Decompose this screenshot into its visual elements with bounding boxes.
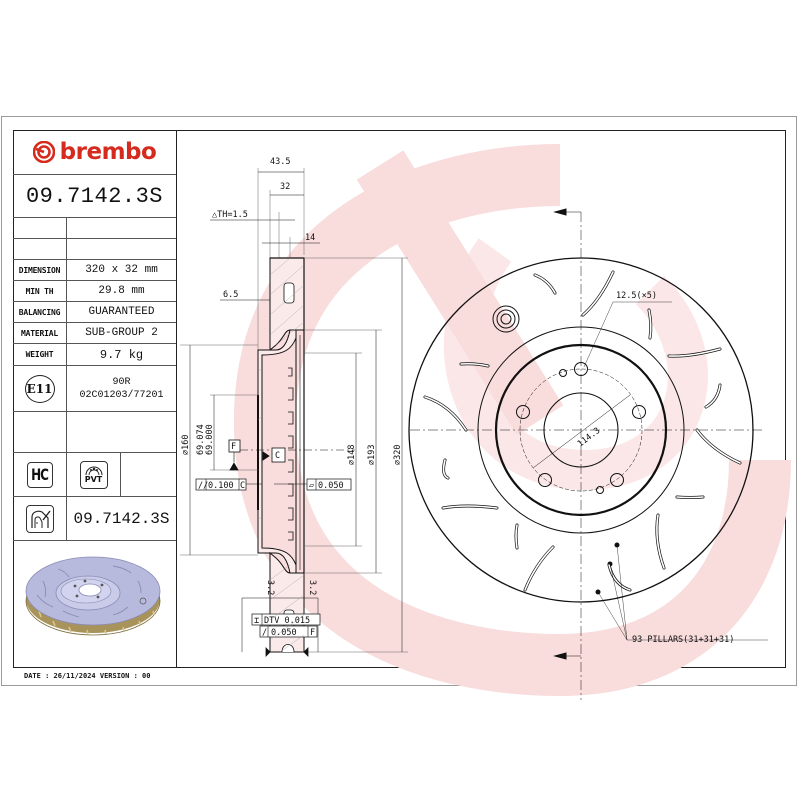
- dim-vane: 14: [305, 233, 315, 243]
- bolt-hole-dim: 12.5(×5): [616, 291, 657, 301]
- spec-label: DIMENSION: [18, 265, 61, 275]
- e11-mark-text: E11: [26, 381, 53, 396]
- dim-delta-th: △TH=1.5: [212, 210, 248, 220]
- badges-row: HC PVT: [13, 453, 176, 497]
- blank-row-1: [13, 218, 176, 239]
- spec-value: 29.8 mm: [98, 285, 145, 297]
- datum-c-label: C: [275, 451, 280, 461]
- dim-dia-148: ⌀148: [347, 445, 357, 465]
- spec-label: MIN TH: [25, 286, 54, 296]
- spec-value: 320 x 32 mm: [85, 264, 158, 276]
- pvt-badge-text: PVT: [84, 474, 103, 484]
- brand-name: brembo: [59, 139, 157, 165]
- hc-badge-text: HC: [31, 465, 49, 484]
- dtv-value: DTV 0.015: [264, 616, 310, 626]
- disc-3d-render-image: [25, 556, 161, 636]
- datum-f-label: F: [231, 442, 236, 452]
- title-block: brembo 09.7142.3S DIMENSION 320 x 32 mm …: [13, 130, 177, 668]
- dim-dia-320: ⌀320: [393, 445, 403, 465]
- section-hatch-pattern: [257, 257, 305, 653]
- pvt-pillar-icon: [85, 466, 102, 475]
- pcd-dim: 114.3: [576, 426, 602, 449]
- runout-symbol-icon: /: [262, 628, 267, 638]
- brembo-watermark-icon: [233, 144, 791, 697]
- spec-row-material: MATERIAL SUB-GROUP 2: [13, 323, 176, 344]
- spec-label: BALANCING: [18, 307, 61, 317]
- parallelism-symbol-icon: //: [198, 481, 208, 491]
- spec-label: MATERIAL: [21, 328, 58, 338]
- homologation-line2: 02C01203/77201: [79, 389, 164, 401]
- flatness-value: 0.050: [318, 481, 344, 491]
- brembo-logo-icon: [32, 141, 55, 163]
- dim-bore-min: 69.000: [205, 424, 215, 455]
- dtv-symbol-icon: ⌶: [254, 616, 259, 626]
- e11-mark-icon: E11: [24, 374, 55, 403]
- front-view: [408, 208, 768, 700]
- dim-dia-193: ⌀193: [367, 445, 377, 465]
- brand-row: brembo: [13, 130, 176, 175]
- section-view: [180, 168, 408, 657]
- date-version-footer: DATE : 26/11/2024 VERSION : 00: [24, 672, 151, 680]
- blank-row-2: [13, 239, 176, 260]
- part-number-row: 09.7142.3S: [13, 175, 176, 218]
- spec-value: GUARANTEED: [88, 306, 155, 318]
- blank-row-3: [13, 412, 176, 453]
- dim-dia-160: ⌀160: [181, 435, 191, 455]
- runout-value: 0.050: [271, 628, 297, 638]
- spec-label: WEIGHT: [25, 350, 54, 359]
- drawing-sheet: [1, 116, 797, 686]
- hc-badge-icon: HC: [26, 461, 53, 488]
- parallelism-value: 0.100: [208, 481, 234, 491]
- roughness-left: 3.2: [265, 580, 275, 595]
- part-number: 09.7142.3S: [25, 183, 164, 209]
- disc-render-cell: [13, 541, 176, 668]
- dim-thickness: 32: [280, 182, 290, 192]
- roughness-right: 3.2: [307, 580, 317, 595]
- spec-value: 9.7 kg: [99, 347, 144, 362]
- brembo-disc-logo-icon: [492, 305, 520, 333]
- product-line-row: 09.7142.3S: [13, 497, 176, 541]
- runout-datum: F: [310, 628, 315, 638]
- pillars-label: 93 PILLARS(31+31+31): [632, 635, 734, 645]
- flatness-symbol-icon: ▱: [309, 481, 315, 491]
- dim-overall-width: 43.5: [270, 157, 290, 167]
- dim-bore-max: 69.074: [196, 424, 206, 455]
- pvt-badge-icon: PVT: [79, 460, 108, 489]
- spec-value: SUB-GROUP 2: [85, 327, 158, 339]
- homologation-row: E11 90R 02C01203/77201: [13, 366, 176, 412]
- spec-row-min-th: MIN TH 29.8 mm: [13, 281, 176, 302]
- spec-row-balancing: BALANCING GUARANTEED: [13, 302, 176, 323]
- parallelism-datum: C: [240, 481, 245, 491]
- slotted-disc-icon: [25, 504, 54, 533]
- dim-hat-wall: 6.5: [223, 290, 238, 300]
- homologation-line1: 90R: [112, 376, 131, 388]
- spec-row-weight: WEIGHT 9.7 kg: [13, 344, 176, 366]
- product-line-part-number: 09.7142.3S: [73, 509, 170, 528]
- spec-row-dimension: DIMENSION 320 x 32 mm: [13, 260, 176, 281]
